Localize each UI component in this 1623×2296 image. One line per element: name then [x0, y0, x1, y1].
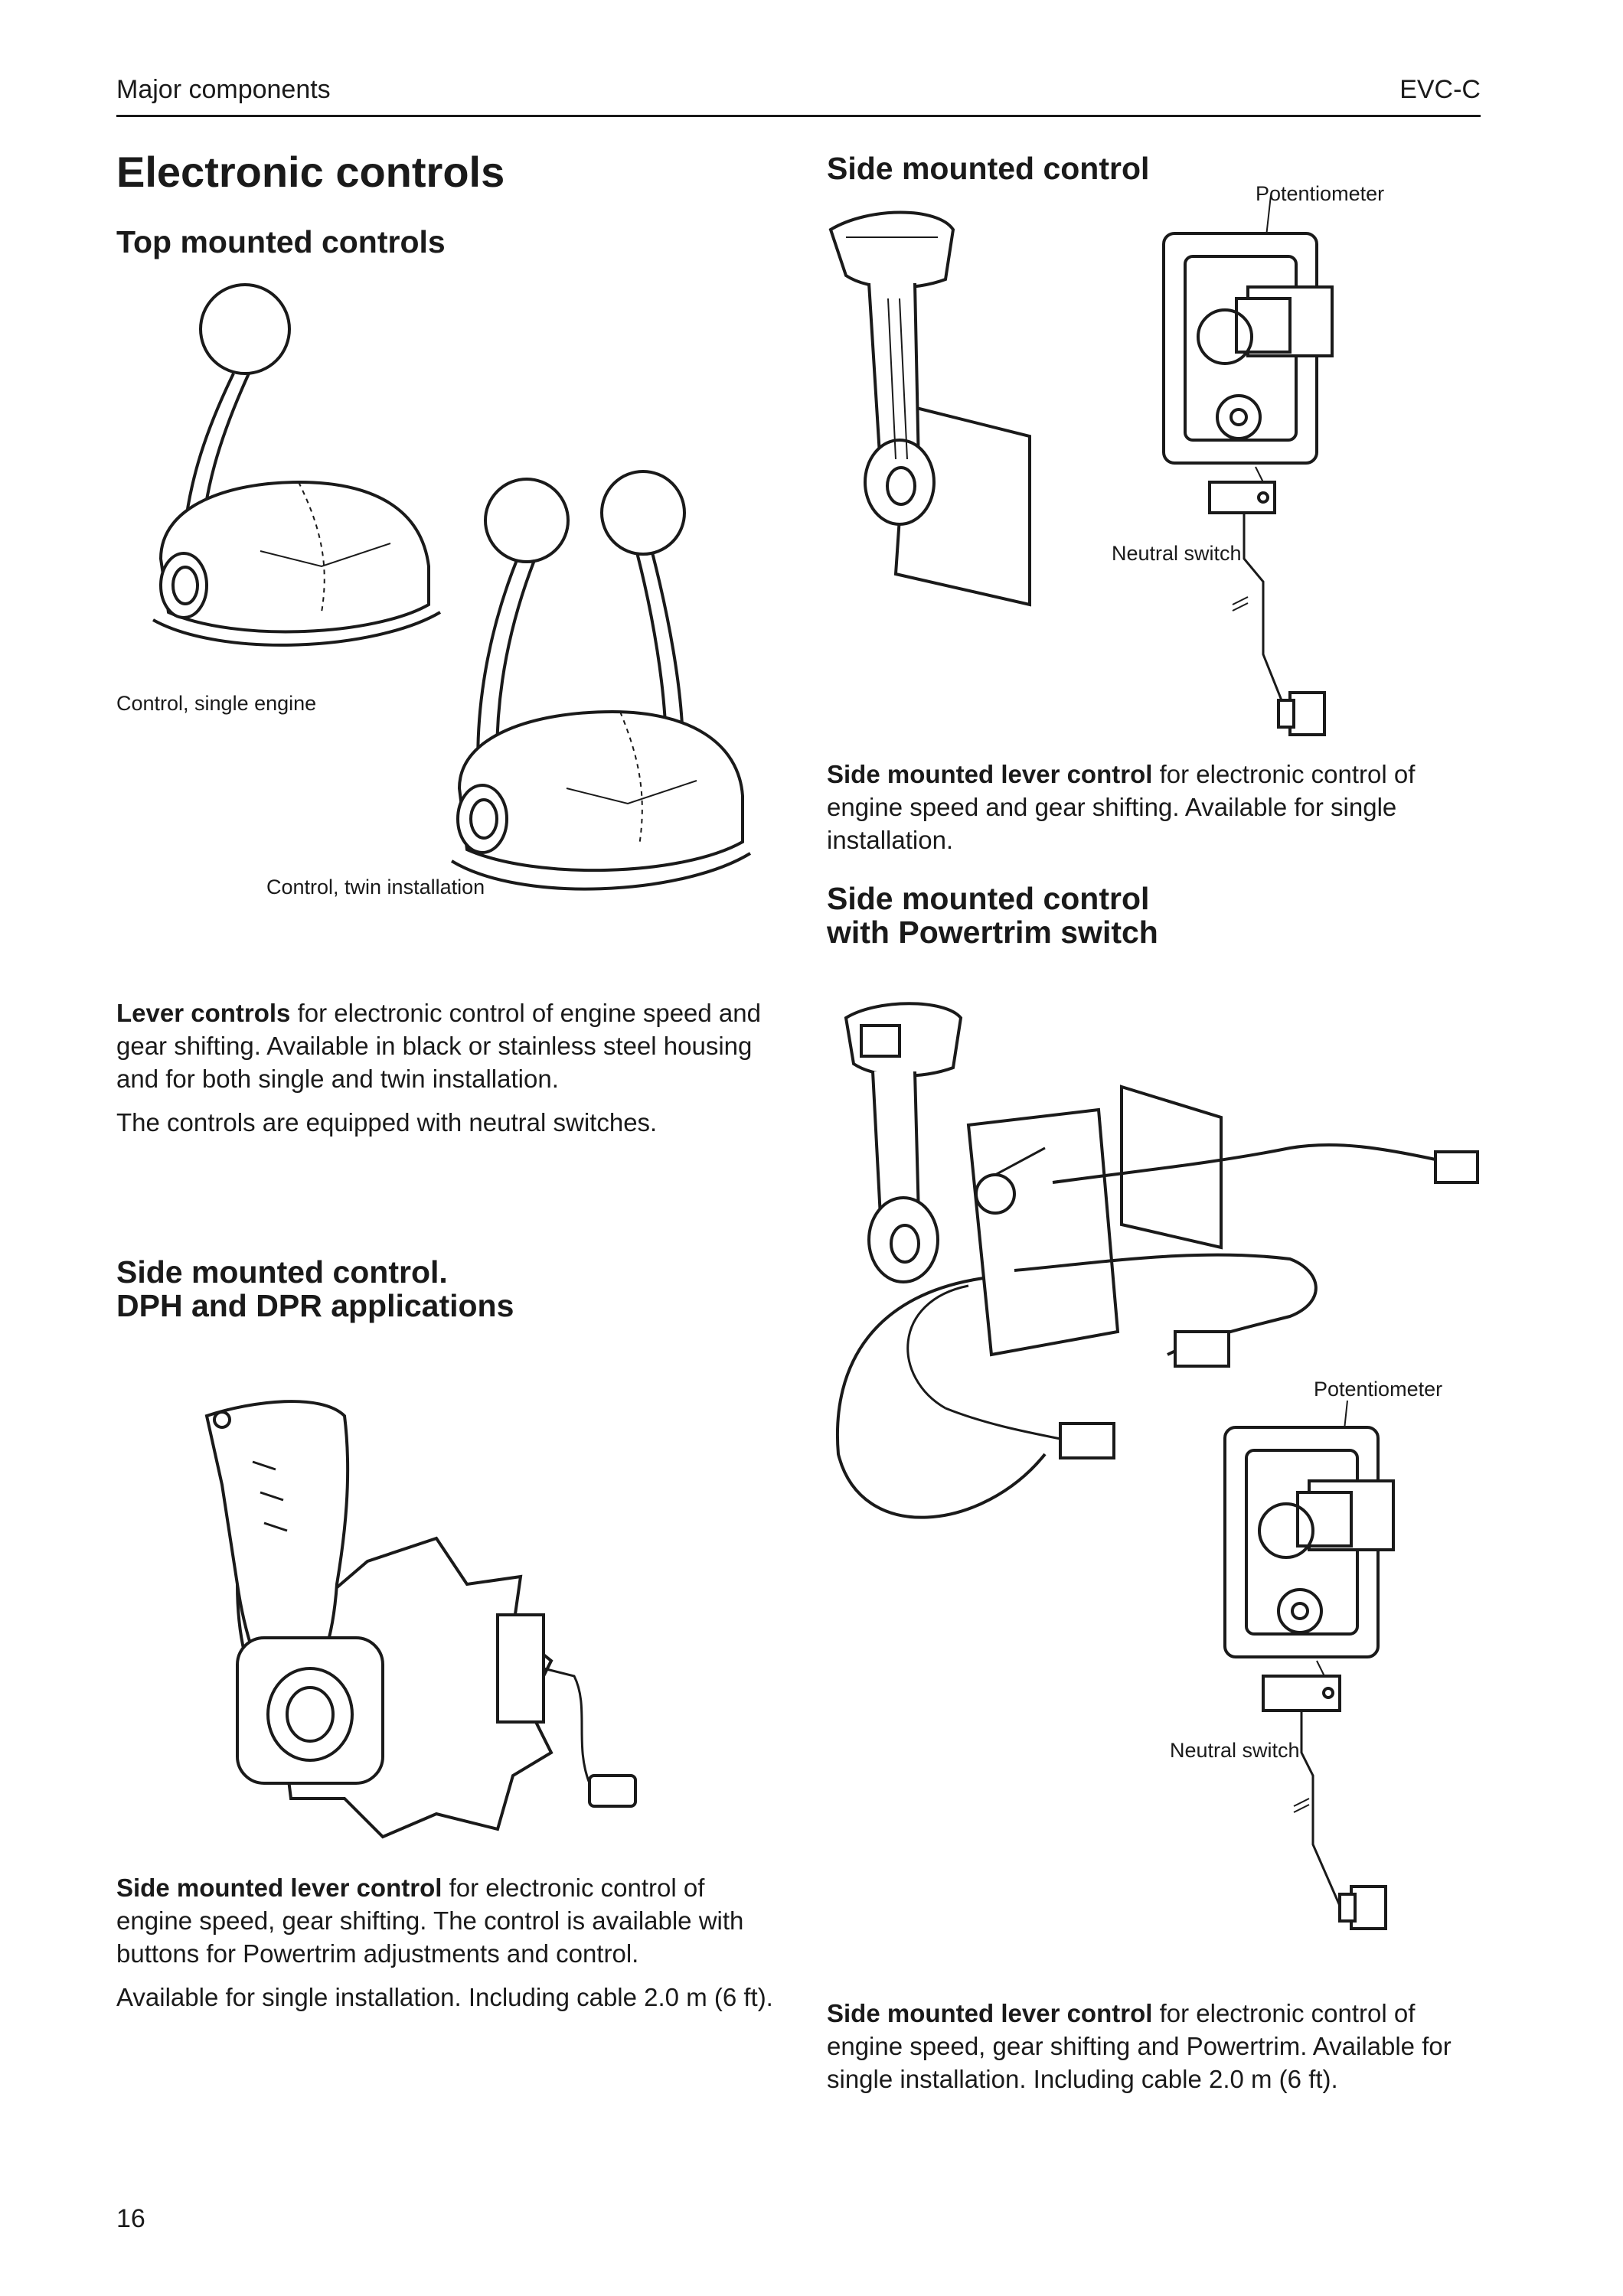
twin-installation-control-illustration: [436, 459, 766, 911]
powertrim-lever-illustration: [831, 995, 1481, 1546]
running-header-section: Major components: [116, 75, 331, 104]
side-powertrim-heading: Side mounted control with Powertrim swit…: [827, 882, 1158, 949]
side-mounted-description: Side mounted lever control for electroni…: [827, 758, 1485, 856]
side-dph-heading-line1: Side mounted control.: [116, 1254, 448, 1290]
label-neutral-switch-2: Neutral switch: [1170, 1739, 1300, 1762]
side-dph-heading-line2: DPH and DPR applications: [116, 1288, 514, 1323]
header-rule: [116, 115, 1481, 117]
side-dph-desc-bold: Side mounted lever control: [116, 1874, 442, 1902]
side-powertrim-heading-line2: with Powertrim switch: [827, 915, 1158, 950]
single-engine-control-illustration: [145, 276, 452, 673]
caption-twin-installation: Control, twin installation: [266, 876, 485, 899]
potentiometer-assembly-illustration-2: [1210, 1416, 1409, 1944]
side-powertrim-heading-line1: Side mounted control: [827, 881, 1150, 916]
page-title: Electronic controls: [116, 148, 505, 196]
label-potentiometer-2: Potentiometer: [1314, 1378, 1443, 1401]
top-mounted-description: Lever controls for electronic control of…: [116, 996, 767, 1139]
label-potentiometer-1: Potentiometer: [1256, 182, 1385, 205]
dph-dpr-control-illustration: [191, 1385, 697, 1852]
side-dph-note: Available for single installation. Inclu…: [116, 1983, 773, 2011]
running-header-code: EVC-C: [1399, 75, 1481, 104]
top-mounted-heading: Top mounted controls: [116, 224, 446, 259]
side-mounted-lever-illustration: [823, 207, 1053, 612]
side-powertrim-description: Side mounted lever control for electroni…: [827, 1997, 1485, 2095]
caption-single-engine: Control, single engine: [116, 692, 317, 715]
top-mounted-note: The controls are equipped with neutral s…: [116, 1108, 658, 1137]
page-number: 16: [116, 2204, 145, 2233]
side-dph-description: Side mounted lever control for electroni…: [116, 1871, 775, 2014]
side-dph-heading: Side mounted control. DPH and DPR applic…: [116, 1255, 514, 1322]
side-mounted-desc-rest: for electronic control of engine speed a…: [827, 760, 1416, 854]
label-neutral-switch-1: Neutral switch: [1112, 542, 1242, 565]
potentiometer-assembly-illustration-1: [1148, 222, 1347, 742]
side-dph-desc-rest: for electronic control of engine speed, …: [116, 1874, 744, 1968]
side-powertrim-desc-rest: for electronic control of engine speed, …: [827, 1999, 1452, 2093]
top-mounted-desc-rest: for electronic control of engine speed a…: [116, 999, 761, 1093]
side-mounted-heading: Side mounted control: [827, 151, 1150, 186]
side-mounted-desc-bold: Side mounted lever control: [827, 760, 1153, 788]
side-powertrim-desc-bold: Side mounted lever control: [827, 1999, 1153, 2027]
top-mounted-desc-bold: Lever controls: [116, 999, 291, 1027]
